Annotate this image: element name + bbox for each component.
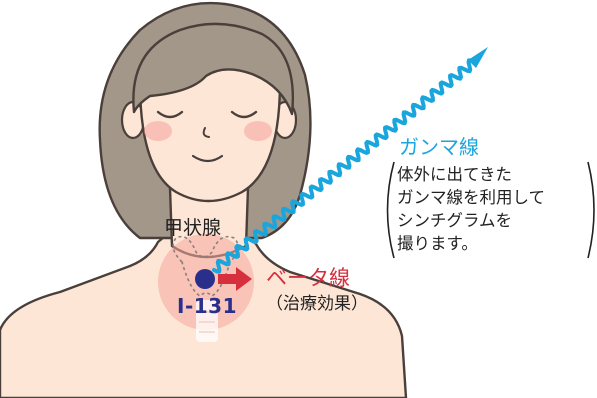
- mouth: [191, 154, 224, 163]
- iodine-dot: [195, 269, 215, 289]
- thyroid-gland: [172, 235, 239, 298]
- beta-ray-arrow-shaft: [218, 274, 238, 284]
- gamma-description-line: ガンマ線を利用して: [397, 188, 546, 207]
- hair-bangs: [132, 22, 294, 116]
- right-eye: [230, 110, 258, 119]
- beta-ray-label: ベータ線: [266, 266, 350, 290]
- left-cheek: [144, 121, 172, 141]
- gamma-ray-arrowhead: [468, 47, 488, 68]
- left-parenthesis: [386, 161, 395, 259]
- left-eye: [156, 110, 184, 119]
- right-cheek: [244, 121, 272, 141]
- nose: [202, 127, 210, 138]
- gamma-ray-label: ガンマ線: [399, 135, 479, 159]
- isotope-label: I-131: [177, 294, 237, 318]
- right-parenthesis: [587, 161, 595, 259]
- gamma-ray-wave: [212, 58, 476, 274]
- gamma-description-line: シンチグラムを: [397, 211, 513, 230]
- beta-effect-label: （治療効果）: [266, 294, 368, 314]
- thyroid-label: 甲状腺: [164, 217, 222, 239]
- beta-ray-arrowhead: [236, 267, 252, 291]
- gamma-description-line: 撮ります。: [397, 234, 478, 253]
- gamma-description: 体外に出てきた ガンマ線を利用して シンチグラムを 撮ります。: [397, 163, 545, 255]
- gamma-description-line: 体外に出てきた: [397, 165, 513, 184]
